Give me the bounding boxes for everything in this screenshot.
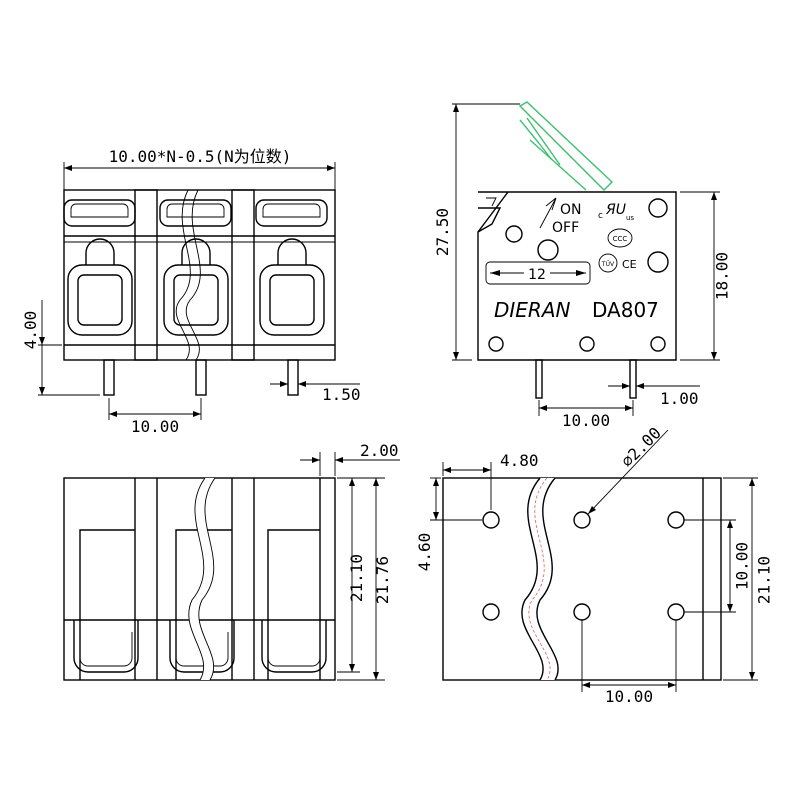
- side-view: 27.50 18.00 ON OFF c ЯU us CCC TÜV CE: [433, 101, 732, 430]
- cert-c: c: [598, 211, 603, 221]
- cert-us: us: [626, 214, 634, 222]
- top-depth-a-dim: 21.10: [347, 554, 366, 602]
- lever-outline: [518, 101, 614, 191]
- side-body-height-dim: 18.00: [713, 252, 732, 300]
- model-label: DA807: [592, 298, 659, 322]
- top-view: 2.00 21.10 21.76: [63, 441, 400, 681]
- svg-text:ЯU: ЯU: [605, 202, 626, 218]
- hole-diameter-dim: ⌀2.00: [617, 423, 664, 470]
- terminal-slot-2: [159, 199, 232, 336]
- bottom-offset-x-dim: 4.80: [500, 451, 539, 470]
- on-label: ON: [560, 202, 582, 218]
- front-pin-width-dim: 1.50: [322, 385, 361, 404]
- tuv-mark: [598, 253, 618, 273]
- front-width-dim: 10.00*N-0.5(N为位数): [109, 147, 292, 166]
- bottom-row-spacing-dim: 10.00: [733, 542, 752, 590]
- terminal-slot-3: [255, 199, 328, 336]
- top-depth-b-dim: 21.76: [373, 556, 392, 604]
- bottom-offset-y-dim: 4.60: [415, 533, 434, 572]
- front-height-dim: 4.00: [21, 311, 40, 350]
- front-view: 10.00*N-0.5(N为位数): [21, 147, 361, 436]
- off-label: OFF: [552, 220, 579, 236]
- bottom-view: 4.80 4.60 ⌀2.00 10.00 21.10 10.00: [415, 423, 774, 706]
- ccc-mark: [607, 228, 633, 248]
- top-gap-dim: 2.00: [360, 441, 399, 460]
- bottom-depth-dim: 21.10: [755, 556, 774, 604]
- bottom-col-spacing-dim: 10.00: [605, 687, 653, 706]
- front-pitch-dim: 10.00: [131, 417, 179, 436]
- cert-ccc: CCC: [613, 235, 628, 243]
- side-total-height-dim: 27.50: [433, 208, 452, 256]
- terminal-slot-1: [63, 199, 136, 336]
- cert-tuv: TÜV: [601, 261, 615, 268]
- brand-label: DIERAN: [494, 298, 571, 322]
- side-pin-spacing-dim: 10.00: [562, 411, 610, 430]
- side-pin-width-dim: 1.00: [660, 389, 699, 408]
- positions-label: 12: [528, 267, 546, 283]
- cert-ce: CE: [622, 258, 637, 271]
